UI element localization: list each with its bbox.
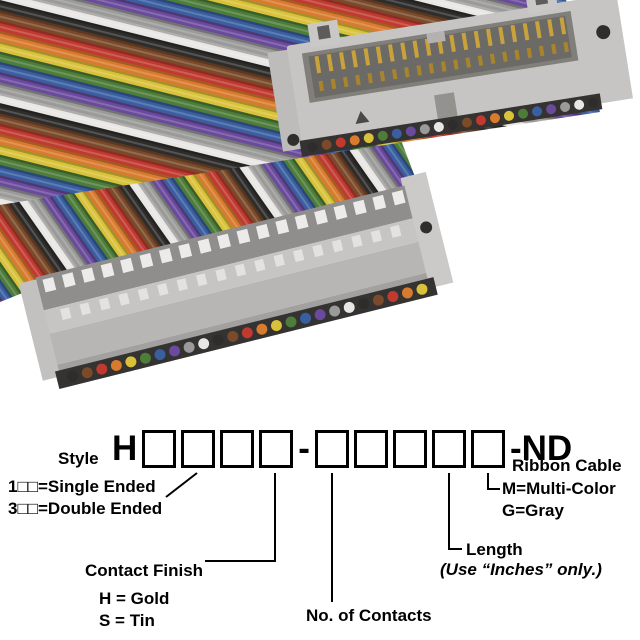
socket-hex-hole	[420, 221, 433, 234]
header-latch-post-right	[524, 0, 559, 14]
pn-separator: -	[298, 429, 310, 468]
socket-wire-end-dots	[67, 283, 428, 382]
header-hex-hole-right	[596, 25, 611, 40]
ribbon-multicolor-callout: M=Multi-Color	[502, 479, 616, 499]
style-callout-line	[165, 472, 198, 498]
socket-front-face	[49, 241, 427, 365]
header-latch-slot-left	[316, 24, 331, 40]
pn-prefix: H	[112, 429, 138, 468]
pn-box	[142, 430, 177, 468]
header-left-end	[267, 49, 307, 152]
length-title: Length	[466, 540, 523, 559]
ribbon-gray: G=Gray	[502, 501, 564, 520]
pn-box	[392, 430, 427, 468]
style-option-single: 1□□=Single Ended	[8, 477, 156, 496]
idc-header-connector	[267, 0, 633, 157]
ribbon-gray-callout: G=Gray	[502, 501, 564, 521]
socket-mid-band	[43, 218, 419, 334]
length-callout-line	[448, 473, 462, 550]
product-photo	[0, 0, 633, 389]
header-latch-slot-right	[534, 0, 549, 6]
ribbon-title: Ribbon Cable	[512, 456, 622, 475]
socket-left-end	[18, 278, 63, 381]
ribbon-multicolor: M=Multi-Color	[502, 479, 616, 498]
header-wire-end-dots	[307, 97, 599, 152]
pn-box	[181, 430, 216, 468]
socket-comb-teeth-row1	[42, 190, 406, 293]
style-title: Style	[58, 449, 99, 468]
pn-box	[470, 430, 505, 468]
gold-pins	[314, 17, 569, 92]
socket-comb-teeth-row2	[60, 224, 402, 321]
pn-box	[353, 430, 388, 468]
product-photo-svg	[0, 0, 633, 389]
ribbon-title-callout: Ribbon Cable	[512, 456, 622, 476]
contact-finish-tin: S = Tin	[99, 611, 155, 630]
length-note: (Use “Inches” only.)	[440, 560, 602, 579]
contact-finish-callout-line	[205, 473, 276, 562]
part-number-row: H - -ND	[112, 430, 572, 468]
contact-finish-callout: Contact Finish H = Gold S = Tin	[85, 561, 203, 631]
contacts-callout: No. of Contacts	[306, 606, 432, 626]
socket-front-lip	[57, 272, 429, 373]
style-option-double: 3□□=Double Ended	[8, 499, 163, 518]
pn-box	[220, 430, 255, 468]
pn-box	[259, 430, 294, 468]
header-hex-hole-left	[287, 133, 300, 146]
contact-finish-gold: H = Gold	[99, 589, 170, 608]
header-cavity-inner	[308, 15, 572, 98]
idc-socket-connector	[18, 171, 454, 389]
pn-box	[314, 430, 349, 468]
length-callout: Length (Use “Inches” only.)	[440, 540, 602, 580]
contact-finish-title: Contact Finish	[85, 561, 204, 580]
header-front-slot	[434, 92, 458, 122]
ribbon-callout-line	[487, 473, 500, 490]
contacts-title: No. of Contacts	[306, 606, 432, 625]
pn-box	[431, 430, 466, 468]
style-callout: Style 1□□=Single Ended 3□□=Double Ended	[8, 449, 162, 519]
header-key-tab	[426, 30, 446, 44]
pin1-triangle-icon	[355, 111, 370, 124]
pn-suffix: -ND	[509, 429, 573, 468]
